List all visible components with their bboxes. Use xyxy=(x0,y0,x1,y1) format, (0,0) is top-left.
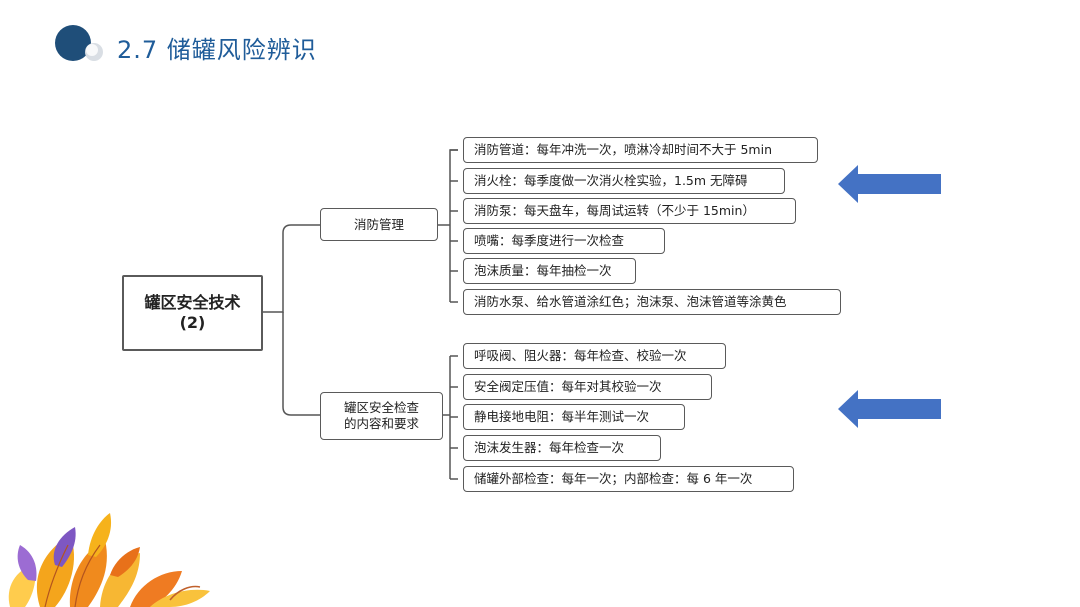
leaf-foam-generator: 泡沫发生器：每年检查一次 xyxy=(463,435,661,461)
circle-logo-icon xyxy=(55,25,103,61)
branch-fire-management: 消防管理 xyxy=(320,208,438,241)
left-arrow-icon xyxy=(838,390,941,428)
leaf-tank-inspection: 储罐外部检查：每年一次；内部检查：每 6 年一次 xyxy=(463,466,794,492)
leaf-safety-valve: 安全阀定压值：每年对其校验一次 xyxy=(463,374,712,400)
branch-tank-inspection: 罐区安全检查 的内容和要求 xyxy=(320,392,443,440)
left-arrow-icon xyxy=(838,165,941,203)
leaf-hydrant: 消火栓：每季度做一次消火栓实验，1.5m 无障碍 xyxy=(463,168,785,194)
leaf-pipe-colors: 消防水泵、给水管道涂红色；泡沫泵、泡沫管道等涂黄色 xyxy=(463,289,841,315)
leaf-fire-pump: 消防泵：每天盘车，每周试运转（不少于 15min） xyxy=(463,198,796,224)
leaf-breather-valve: 呼吸阀、阻火器：每年检查、校验一次 xyxy=(463,343,726,369)
leaf-nozzle: 喷嘴：每季度进行一次检查 xyxy=(463,228,665,254)
autumn-leaves-decoration xyxy=(8,513,210,607)
leaf-fire-pipe: 消防管道：每年冲洗一次，喷淋冷却时间不大于 5min xyxy=(463,137,818,163)
leaf-static-ground: 静电接地电阻：每半年测试一次 xyxy=(463,404,685,430)
leaf-foam-quality: 泡沫质量：每年抽检一次 xyxy=(463,258,636,284)
mindmap-root: 罐区安全技术 (2) xyxy=(122,275,263,351)
slide-title: 2.7 储罐风险辨识 xyxy=(117,36,317,64)
